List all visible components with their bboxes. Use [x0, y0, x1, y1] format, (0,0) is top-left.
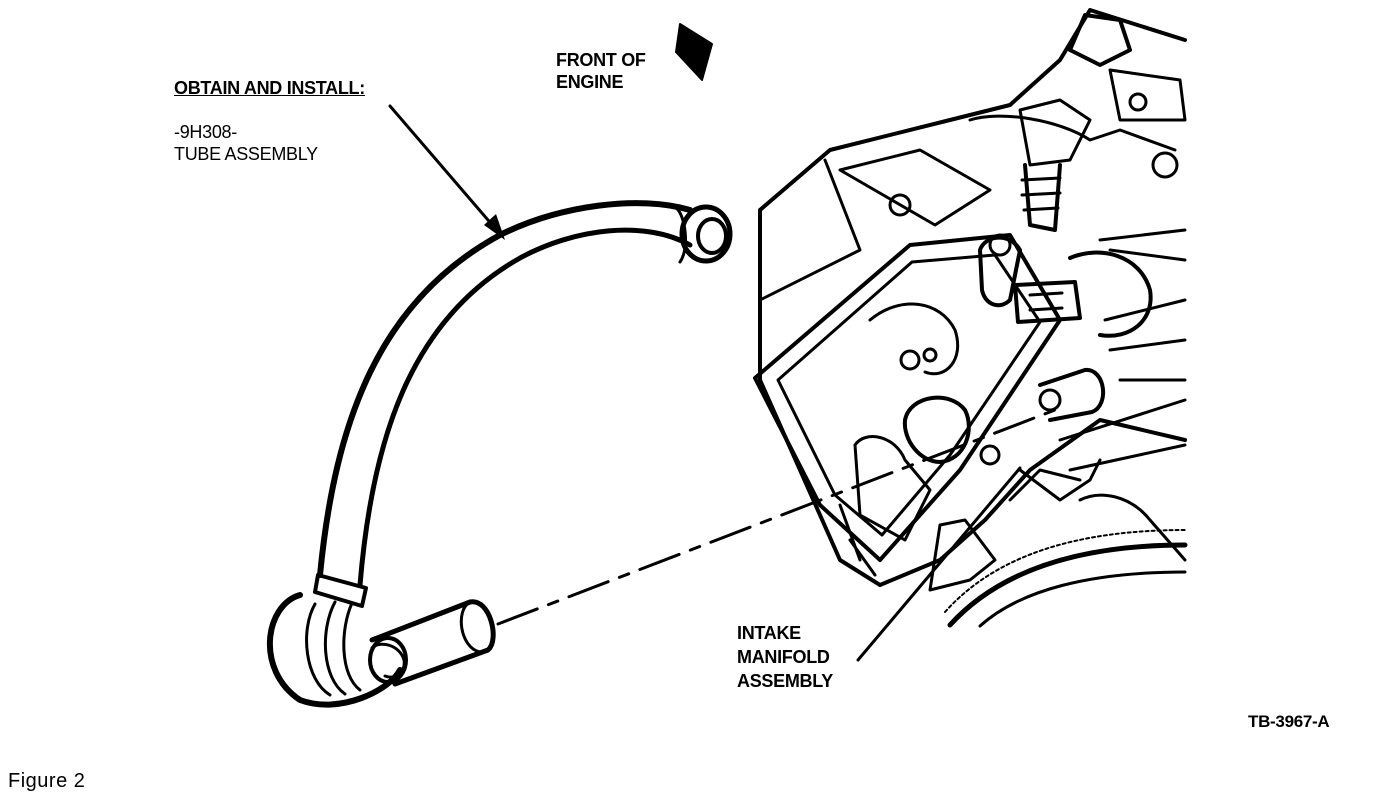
tube-leader-arrowhead [484, 214, 505, 240]
intake-manifold-leader-line [856, 466, 1022, 662]
front-of-engine-label: FRONT OF ENGINE [556, 49, 646, 93]
tube-part-number: -9H308- [174, 122, 237, 142]
alignment-dashed-line [496, 408, 1057, 626]
intake-manifold-assembly [753, 8, 1188, 628]
front-of-engine-line-1: FRONT OF [556, 50, 646, 70]
intake-manifold-line-2: MANIFOLD [737, 647, 830, 667]
obtain-install-heading: OBTAIN AND INSTALL: [174, 78, 365, 98]
front-of-engine-arrow-icon [675, 23, 713, 81]
tube-assembly [266, 200, 733, 708]
intake-manifold-line-1: INTAKE [737, 623, 801, 643]
intake-manifold-label: INTAKE MANIFOLD ASSEMBLY [737, 621, 833, 693]
figure-code: TB-3967-A [1248, 712, 1330, 731]
figure-caption: Figure 2 [8, 770, 86, 792]
tube-part-name: TUBE ASSEMBLY [174, 144, 318, 164]
front-of-engine-line-2: ENGINE [556, 72, 624, 92]
tube-callout: -9H308- TUBE ASSEMBLY [174, 121, 318, 165]
intake-manifold-line-3: ASSEMBLY [737, 671, 833, 691]
tube-leader-line [388, 104, 502, 236]
